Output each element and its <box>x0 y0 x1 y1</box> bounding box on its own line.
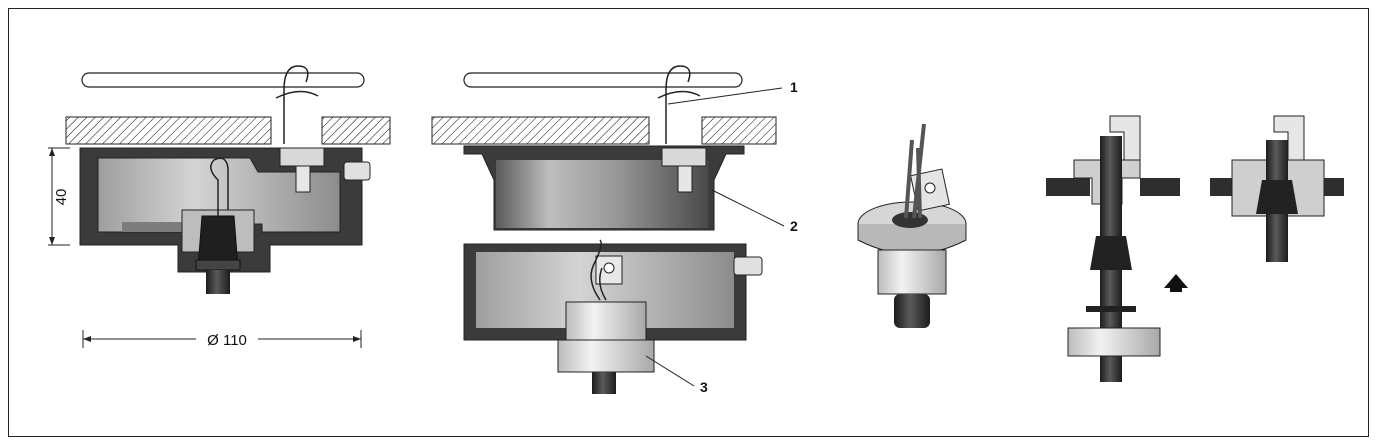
mount-screw-2 <box>677 165 693 193</box>
figure-installed-fitting <box>1210 115 1344 262</box>
mounting-ring-face <box>496 160 708 228</box>
side-knob <box>343 161 371 181</box>
gland-cable-out <box>894 294 930 328</box>
height-label: 40 <box>53 189 70 206</box>
height-dimension: 40 <box>48 147 70 246</box>
callout-3: 3 <box>645 355 708 395</box>
washer-ring <box>1086 306 1136 312</box>
side-knob-2 <box>733 256 763 276</box>
suspension-rod <box>81 72 365 88</box>
cable <box>206 270 230 294</box>
diameter-dimension: Ø 110 <box>82 330 362 349</box>
gland-opening <box>892 212 928 228</box>
loose-nut <box>1067 327 1161 357</box>
gland-cap <box>557 339 655 373</box>
ceiling-slab-left <box>65 116 272 145</box>
hook-wire <box>275 65 319 144</box>
callout-label-3: 3 <box>700 379 708 395</box>
suspension-rod-2 <box>463 72 743 88</box>
gland-wires <box>904 123 926 219</box>
ceiling-slab-right <box>321 116 391 145</box>
figure-gland-detail <box>857 123 967 328</box>
cable-2 <box>592 372 616 394</box>
hook-wire-2 <box>657 65 701 144</box>
inner-wires <box>210 157 229 216</box>
diameter-label: Ø 110 <box>207 332 247 349</box>
mount-bracket-2 <box>661 147 707 167</box>
mount-screw <box>295 165 311 193</box>
terminal-screw <box>603 262 615 274</box>
up-arrow-icon <box>1164 274 1188 292</box>
housing-base-step <box>122 222 214 232</box>
callout-label-1: 1 <box>790 79 798 95</box>
gland-collar <box>565 301 647 341</box>
mount-bracket <box>279 147 325 167</box>
figure-assembled-section: 40 Ø 110 <box>48 65 391 349</box>
figure-installation-sequence <box>1046 115 1188 382</box>
ceiling-slab-left-2 <box>431 116 650 145</box>
gland-lower-body <box>877 249 947 295</box>
gland-nut <box>195 259 241 271</box>
gland-clamp-screw <box>924 182 936 194</box>
figure-exploded-view: 1 2 3 <box>431 65 798 395</box>
callout-label-2: 2 <box>790 218 798 234</box>
cone-seal <box>1090 236 1132 270</box>
diagram-frame <box>8 8 1369 437</box>
ceiling-slab-right-2 <box>701 116 777 145</box>
installed-cone <box>1256 180 1298 214</box>
inner-wires-2 <box>590 239 607 301</box>
callout-2: 2 <box>711 189 798 234</box>
ceiling-panel-right <box>1140 178 1180 196</box>
callout-1: 1 <box>667 79 798 105</box>
ceiling-panel-left <box>1046 178 1090 196</box>
